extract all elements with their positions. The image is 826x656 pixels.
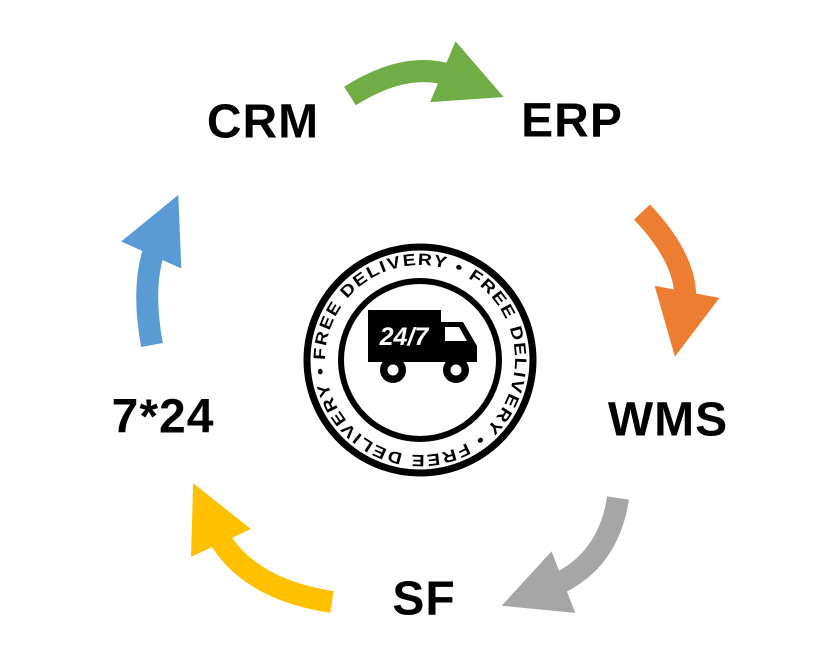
delivery-truck-icon: 24/7 [368,310,477,383]
node-erp: ERP [521,94,623,148]
truck-24-7-label: 24/7 [379,323,430,351]
node-crm: CRM [206,95,320,149]
arrow-724-to-crm [121,194,182,347]
arrow-wms-to-sf [501,496,629,613]
truck-cargo-box [368,310,441,362]
node-7-24: 7*24 [111,390,215,444]
arrow-sf-to-724 [191,483,334,613]
node-wms: WMS [607,393,729,447]
arrow-crm-to-erp [344,41,504,106]
truck-front-wheel-hub [450,364,462,376]
node-sf: SF [392,572,456,626]
free-delivery-badge: FREE DELIVERY • FREE DELIVERY • FREE DEL… [303,243,537,477]
truck-rear-wheel-hub [387,364,399,376]
arrow-erp-to-wms [633,204,720,357]
truck-window [445,327,467,341]
